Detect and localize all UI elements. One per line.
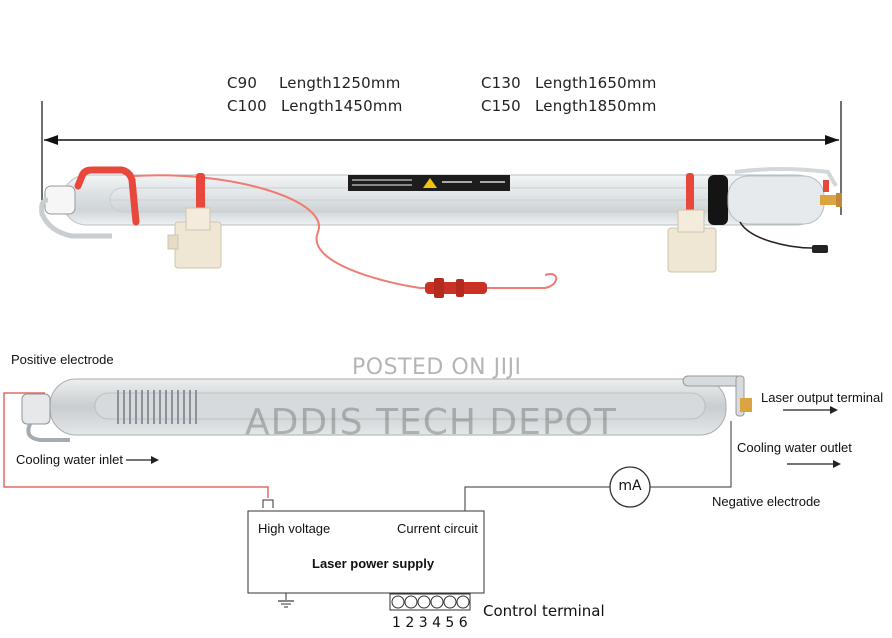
coil [117,390,197,424]
dimension-arrow-right [825,135,839,145]
negative-electrode-label: Negative electrode [712,494,821,509]
spec-length: Length1650mm [535,74,657,92]
spec-length: Length1250mm [279,74,401,92]
left-support [167,207,222,269]
left-red-electrode-cap [74,166,140,226]
right-end-cap [727,175,825,225]
control-terminal-pins [389,593,471,611]
watermark-posted: POSTED ON JIJI [352,355,522,380]
negative-wire [739,221,827,253]
wiring-schematic [3,375,841,611]
spec-model: C100 [227,97,267,115]
water-inlet-nozzle [39,197,112,239]
schematic-left-cap [21,393,51,425]
schematic-output-window [740,398,752,412]
terminal-numbers: 1 2 3 4 5 6 [392,615,468,631]
high-voltage-label: High voltage [258,521,331,536]
spec-model: C90 [227,74,258,92]
spec-c90: C90 Length1250mm [227,74,401,92]
spec-model: C150 [481,97,521,115]
spec-length: Length1850mm [535,97,657,115]
left-end-cap [44,185,76,215]
cooling-water-outlet-label: Cooling water outlet [737,440,852,455]
power-supply-box [247,510,485,594]
positive-electrode-label: Positive electrode [11,352,114,367]
spec-c130: C130 Length1650mm [481,74,657,92]
ammeter-label: mA [618,478,642,494]
cooling-water-inlet-label: Cooling water inlet [16,452,123,467]
high-voltage-wire [133,174,558,289]
right-support [667,209,717,273]
control-terminal-label: Control terminal [483,602,605,620]
positive-wire [3,392,269,498]
spec-length: Length1450mm [281,97,403,115]
current-circuit-label: Current circuit [397,521,478,536]
output-window [820,195,838,205]
power-supply-label: Laser power supply [312,556,435,571]
laser-output-terminal-label: Laser output terminal [761,390,884,405]
laser-tube-photo [39,101,842,298]
black-band [708,175,728,225]
watermark-brand: ADDIS TECH DEPOT [245,402,617,443]
dimension-arrow-left [44,135,58,145]
spec-c150: C150 Length1850mm [481,97,657,115]
spec-model: C130 [481,74,521,92]
spec-c100: C100 Length1450mm [227,97,403,115]
